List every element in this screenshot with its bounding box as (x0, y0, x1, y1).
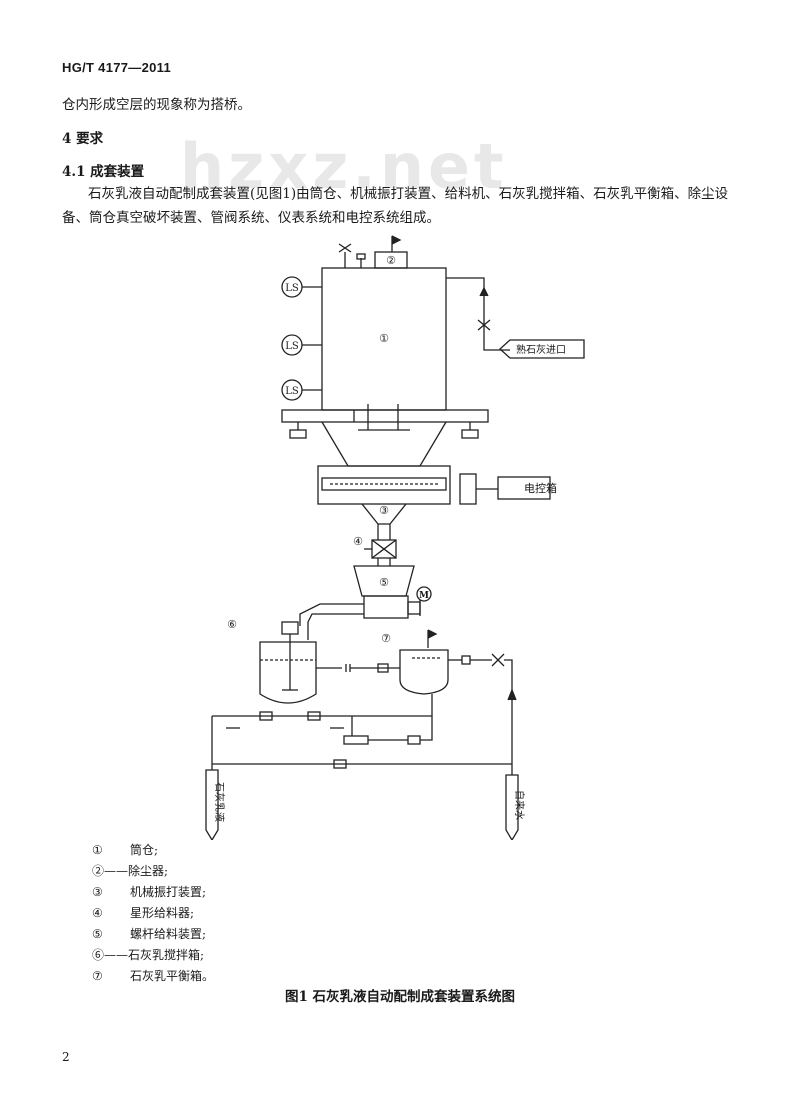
lime-milk-outlet (205, 769, 219, 840)
balance-tank (399, 649, 449, 695)
section-4-heading: 4 要求 (62, 131, 104, 147)
legend-item: ②——除尘器; (92, 864, 169, 878)
stirring-tank (259, 641, 317, 704)
vibrating-device (317, 465, 451, 505)
screw-feeder-number: ⑤ (379, 576, 389, 589)
figure-caption: 图1 石灰乳液自动配制成套装置系统图 (284, 989, 516, 1005)
system-diagram: LS LS LS ② ① ③ ④ ⑤ M ⑥ ⑦ 电控箱 熟石灰进口 石灰乳液 … (205, 235, 585, 840)
section-4-1-heading: 4.1 成套装置 (62, 164, 145, 180)
ls-label-3: LS (285, 386, 299, 397)
quicklime-inlet (499, 339, 585, 359)
motor-label: M (419, 591, 429, 601)
dust-collector-number: ② (386, 254, 396, 267)
ls-label-2: LS (285, 341, 299, 352)
dust-collector (374, 251, 408, 269)
control-box (497, 476, 551, 500)
tap-water-inlet (505, 774, 519, 840)
lime-milk-outlet-label: 石灰乳液 (213, 782, 226, 822)
page-number: 2 (62, 1050, 70, 1064)
watermark: hzxz.net (180, 130, 508, 203)
ls-label-1: LS (285, 283, 299, 294)
stirring-tank-number: ⑥ (227, 618, 237, 631)
balance-tank-number: ⑦ (381, 632, 391, 645)
control-box-label: 电控箱 (524, 481, 557, 495)
tap-water-label: 自来水 (513, 790, 526, 820)
vibrator-number: ③ (379, 504, 389, 517)
support-platform (281, 409, 489, 423)
continuation-line: 仓内形成空层的现象称为搭桥。 (62, 97, 251, 113)
legend-item: ⑥——石灰乳搅拌箱; (92, 948, 205, 962)
star-feeder-number: ④ (353, 535, 363, 548)
silo-number: ① (379, 332, 389, 345)
standard-code: HG/T 4177—2011 (62, 60, 171, 75)
silo-cone (321, 421, 447, 467)
quicklime-inlet-label: 熟石灰进口 (516, 343, 566, 356)
body-paragraph: 石灰乳液自动配制成套装置(见图1)由筒仓、机械振打装置、给料机、石灰乳搅拌箱、石… (62, 186, 729, 226)
motor (416, 586, 432, 602)
